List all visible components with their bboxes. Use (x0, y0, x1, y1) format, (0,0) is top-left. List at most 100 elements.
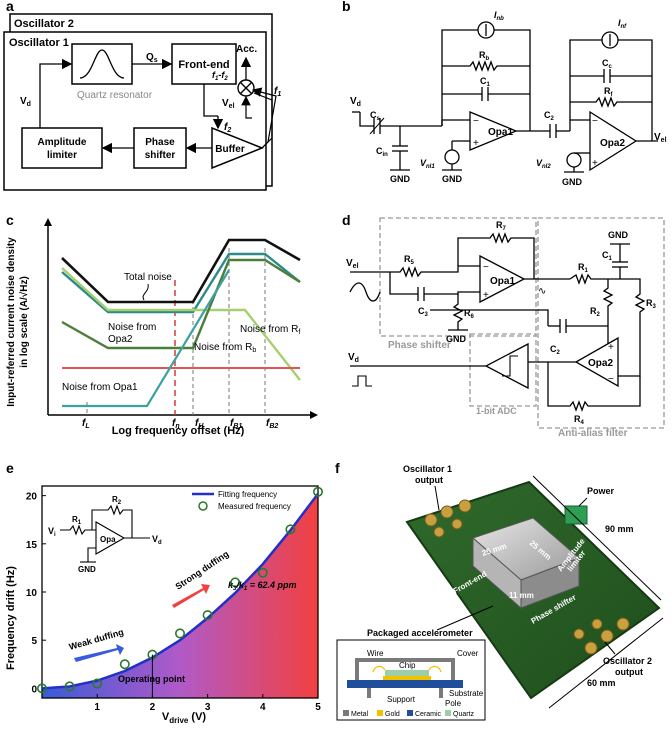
legend-fit: Fitting frequency (218, 490, 277, 499)
svg-text:fB1: fB1 (230, 418, 242, 430)
panel-label: e (6, 460, 14, 476)
y-tick-label: 20 (26, 492, 38, 503)
ratio-label: k3/k1 = 62.4 ppm (228, 580, 297, 592)
measured-point (230, 577, 241, 588)
svg-text:fL: fL (82, 418, 90, 430)
osc1-label-2: output (415, 475, 443, 485)
opa1-label: Opa1 (488, 127, 513, 138)
inset-r1: R1 (72, 515, 82, 526)
measured-point (119, 659, 130, 670)
x-tick-label: 1 (94, 702, 100, 713)
qs-label: Qs (146, 52, 158, 64)
pole-label: Pole (445, 699, 462, 708)
power-label: Power (587, 486, 615, 496)
legend-swatch (377, 710, 383, 716)
f2-label: f2 (224, 122, 231, 134)
inf-label: Inf (618, 18, 627, 30)
inset-vi: Vi (48, 526, 56, 538)
osc1-label: Oscillator 1 (9, 37, 69, 49)
f1f2-label: f1-f2 (212, 70, 228, 82)
rf-noise-curve (61, 267, 301, 381)
cover-label: Cover (457, 649, 479, 658)
svg-text:−: − (608, 374, 614, 385)
drift-area (42, 493, 318, 698)
svg-text:Metal: Metal (351, 711, 369, 718)
rb-label: Rb (479, 50, 490, 62)
opa2-label: Opa2 (600, 138, 625, 149)
ps-label-2: shifter (145, 150, 176, 161)
opa2-label: Opa2 (588, 358, 613, 369)
amp-label-1: Amplitude (38, 137, 87, 148)
oscillator-block-diagram: Oscillator 2 Oscillator 1 Quartz resonat… (3, 13, 281, 191)
y-axis-label-1: Input-referred current noise density (6, 237, 17, 407)
c3-label: C3 (418, 306, 429, 318)
wire-label: Wire (367, 649, 384, 658)
vd-label: Vd (350, 96, 361, 108)
panel-label: c (6, 212, 14, 228)
svg-text:−: − (483, 262, 489, 273)
measured-point (64, 681, 75, 692)
osc2-label: Oscillator 2 (14, 18, 74, 30)
osc1-label-1: Oscillator 1 (403, 464, 452, 474)
r5-label: R5 (404, 254, 415, 266)
frontend-block (171, 43, 237, 85)
frontend-label: Front-end (178, 59, 229, 71)
c1-label: C1 (480, 76, 491, 88)
dim-line-60 (548, 617, 664, 709)
svg-text:+: + (483, 290, 489, 301)
panel-label: d (342, 212, 351, 228)
x-axis-label: Log frequency offset (Hz) (112, 425, 245, 437)
vn2-label: Vnl2 (536, 158, 551, 170)
weak-duffing-label: Weak duffing (68, 627, 125, 652)
f1-label: f1 (274, 86, 281, 98)
vel-label: Vel (346, 258, 359, 270)
cin-label: Cin (376, 146, 388, 158)
cover-shape (355, 658, 455, 662)
r1-label: R1 (578, 262, 589, 274)
opa1-rising-curve (62, 269, 230, 408)
acc-label: Acc. (236, 44, 257, 55)
material-legend: Metal Gold Ceramic Quartz (343, 710, 475, 718)
amp-label-2: limiter (47, 150, 77, 161)
dim-90: 90 mm (605, 524, 634, 534)
inset-opa: Opa (100, 535, 116, 544)
panel-label: a (6, 0, 14, 14)
vel-label: Vel (222, 98, 235, 110)
c2-label: C2 (550, 344, 561, 356)
svg-text:+: + (592, 158, 598, 169)
pole-shape (439, 688, 443, 698)
measured-point (202, 610, 213, 621)
opa1-noise-curve (61, 252, 301, 314)
osc2-label-1: Oscillator 2 (603, 656, 652, 666)
ps-label-1: Phase (145, 137, 175, 148)
svg-text:Quartz: Quartz (453, 711, 475, 718)
x-tick-label: 5 (315, 702, 321, 713)
adc-label: 1-bit ADC (476, 406, 517, 416)
measured-point (257, 567, 268, 578)
frontend-circuit: Vd Cs Cin GND GND Vnl1 Opa1 − + In (350, 10, 667, 187)
svg-text:GND: GND (562, 177, 583, 187)
r3-label: R3 (646, 298, 657, 310)
svg-text:−: − (592, 116, 598, 127)
panel-b: b Vd Cs Cin GND GND Vnl1 Opa1 − + (340, 0, 672, 200)
dim-11: 11 mm (509, 591, 534, 600)
strong-arrow-icon (172, 584, 210, 608)
operating-point-label: Operating point (118, 674, 185, 684)
cc-label: Cc (602, 58, 613, 70)
measured-point (175, 628, 186, 639)
y-tick-label: 10 (26, 588, 38, 599)
vel-out-label: Vel (654, 132, 667, 144)
total-noise-label: Total noise (124, 272, 172, 283)
frequency-ticks: fL fn fH fB1 fB2 (82, 418, 278, 430)
svg-text:+: + (473, 138, 479, 149)
total-noise-curve (61, 238, 301, 304)
r7-label: R7 (496, 220, 507, 232)
svg-text:fH: fH (195, 418, 204, 430)
c2-label: C2 (544, 110, 555, 122)
gnd-label: GND (390, 174, 411, 184)
x-axis-label: Vdrive (V) (162, 711, 207, 725)
sma-connectors (424, 499, 630, 655)
svg-text:+: + (608, 342, 614, 353)
